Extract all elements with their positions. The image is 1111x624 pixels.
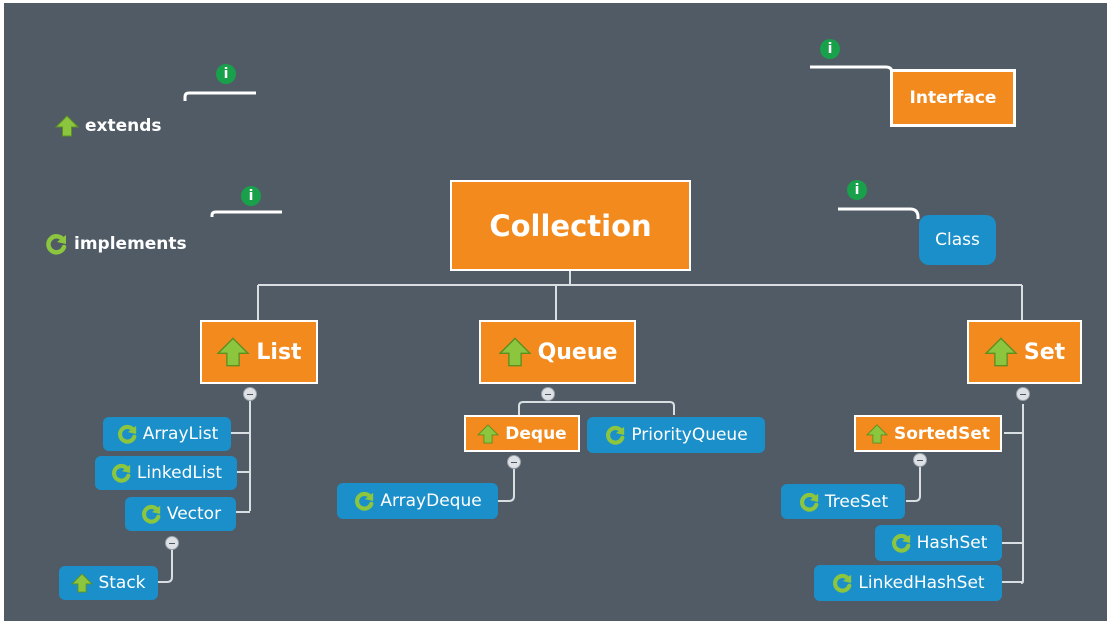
connector-arraydeque <box>498 469 515 502</box>
arraylist-node[interactable]: ArrayList <box>103 417 231 451</box>
list-node[interactable]: List <box>200 320 318 384</box>
collapse-minus-icon[interactable] <box>541 387 555 401</box>
treeset-node[interactable]: TreeSet <box>781 484 905 519</box>
set-node[interactable]: Set <box>967 320 1082 384</box>
refresh-icon <box>891 533 911 553</box>
connector-stack <box>158 549 173 583</box>
arraydeque-node[interactable]: ArrayDeque <box>337 483 498 519</box>
hashset-label: HashSet <box>916 533 988 553</box>
queue-label: Queue <box>537 339 618 365</box>
stack-node[interactable]: Stack <box>59 566 158 600</box>
connector-treeset <box>906 467 921 502</box>
up-arrow-icon <box>497 337 532 367</box>
legend-class-node[interactable]: Class <box>919 215 996 265</box>
info-icon[interactable]: i <box>820 39 840 59</box>
connector-queue-bus <box>518 401 675 415</box>
refresh-icon <box>141 504 161 524</box>
up-arrow-icon <box>984 337 1018 367</box>
set-label: Set <box>1023 339 1066 365</box>
collapse-minus-icon[interactable] <box>243 387 257 401</box>
legend-implements: implements <box>44 231 187 257</box>
up-arrow-icon <box>477 423 500 444</box>
refresh-icon <box>799 492 819 512</box>
sortedset-label: SortedSet <box>893 423 991 444</box>
legend-interface-bracket <box>810 65 894 75</box>
list-label: List <box>256 339 302 365</box>
info-icon[interactable]: i <box>216 64 236 84</box>
collection-label: Collection <box>489 208 652 243</box>
legend-class-bracket <box>838 207 920 219</box>
linkedhashset-node[interactable]: LinkedHashSet <box>814 565 1002 601</box>
legend-interface-node[interactable]: Interface <box>890 69 1016 127</box>
refresh-icon <box>833 573 852 593</box>
collapse-minus-icon[interactable] <box>913 453 927 467</box>
arraylist-label: ArrayList <box>142 424 219 444</box>
stack-label: Stack <box>98 573 146 593</box>
legend-extends: extends <box>55 113 162 139</box>
deque-node[interactable]: Deque <box>464 415 580 452</box>
treeset-label: TreeSet <box>824 491 889 512</box>
refresh-icon <box>606 425 625 445</box>
info-icon[interactable]: i <box>241 186 261 206</box>
up-arrow-icon <box>865 423 888 444</box>
up-arrow-icon <box>55 115 79 137</box>
legend-implements-label: implements <box>74 234 187 254</box>
legend-interface-label: Interface <box>909 88 997 108</box>
collection-node[interactable]: Collection <box>450 180 691 271</box>
arraydeque-label: ArrayDeque <box>380 491 482 511</box>
deque-label: Deque <box>505 423 567 444</box>
legend-extends-bracket <box>183 91 256 101</box>
priorityqueue-node[interactable]: PriorityQueue <box>587 417 765 453</box>
info-icon[interactable]: i <box>847 180 867 200</box>
queue-node[interactable]: Queue <box>479 320 636 384</box>
linkedhashset-label: LinkedHashSet <box>858 573 985 593</box>
linkedlist-label: LinkedList <box>136 463 223 483</box>
linkedlist-node[interactable]: LinkedList <box>95 456 237 490</box>
vector-node[interactable]: Vector <box>125 497 236 531</box>
refresh-icon <box>111 463 131 483</box>
refresh-icon <box>46 234 67 255</box>
priorityqueue-label: PriorityQueue <box>631 425 748 445</box>
connector-set-trunk <box>1020 404 1024 584</box>
hashset-node[interactable]: HashSet <box>875 525 1002 561</box>
connector-lines <box>158 65 1024 584</box>
collapse-minus-icon[interactable] <box>507 455 521 469</box>
legend-extends-label: extends <box>85 116 162 136</box>
vector-label: Vector <box>166 504 222 524</box>
sortedset-node[interactable]: SortedSet <box>854 415 1002 452</box>
legend-implements-bracket <box>210 210 282 217</box>
refresh-icon <box>117 424 137 444</box>
collapse-minus-icon[interactable] <box>165 536 179 550</box>
up-arrow-icon <box>216 337 251 367</box>
refresh-icon <box>355 491 374 511</box>
legend-class-label: Class <box>935 230 980 250</box>
diagram-canvas: i i i i extends implements Interface Cla… <box>4 3 1107 621</box>
up-arrow-icon <box>71 573 94 593</box>
collapse-minus-icon[interactable] <box>1016 387 1030 401</box>
